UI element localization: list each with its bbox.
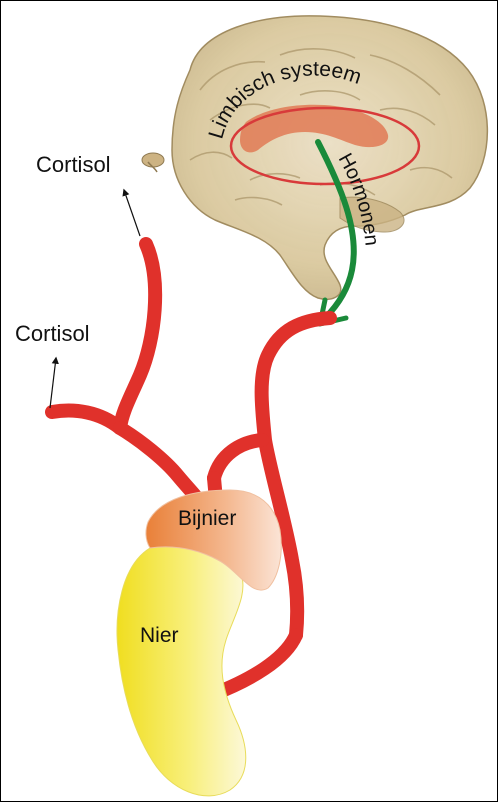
kidney-label: Nier: [140, 624, 179, 647]
vessel-left: [52, 411, 120, 428]
brain-illustration: [172, 16, 487, 299]
vessel-upper: [120, 244, 155, 428]
adrenal-label: Bijnier: [178, 507, 236, 530]
vessel-to-adrenal: [120, 428, 200, 502]
vessel-right: [262, 318, 330, 635]
cortisol-left-label: Cortisol: [15, 321, 90, 346]
cortisol-top-arrow: [124, 190, 140, 236]
vessel-right-branch: [214, 440, 262, 478]
kidney: [117, 545, 246, 796]
cortisol-top-label: Cortisol: [36, 152, 111, 177]
mini-brain-icon: [142, 153, 164, 172]
cortisol-left-arrow: [50, 358, 56, 408]
vessel-lower: [214, 635, 296, 694]
